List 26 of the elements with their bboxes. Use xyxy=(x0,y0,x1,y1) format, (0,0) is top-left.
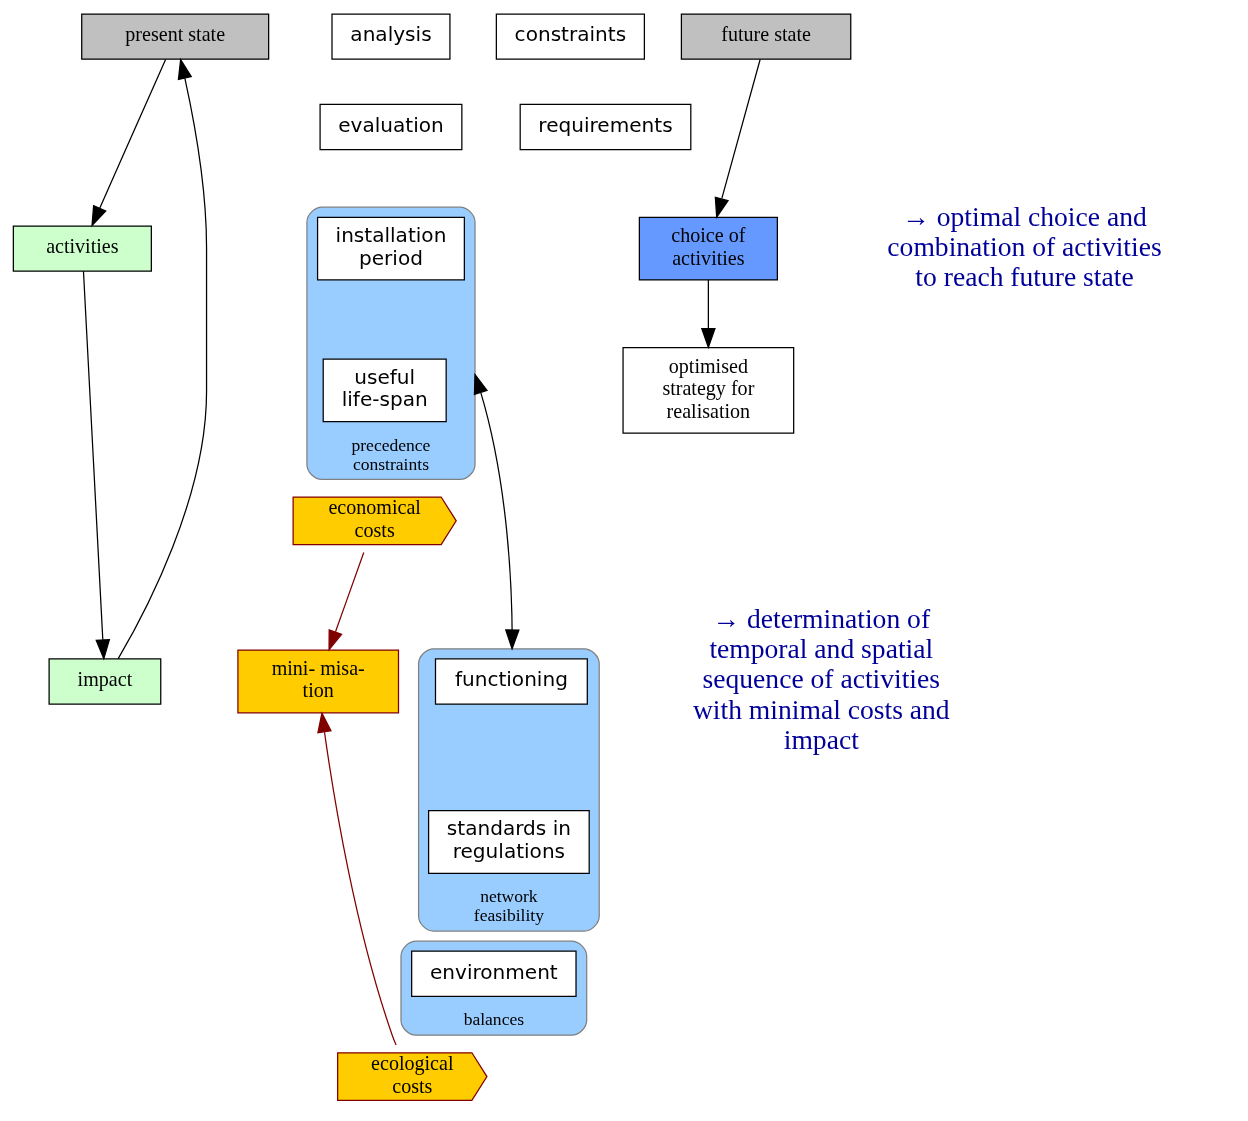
arrow xyxy=(328,551,365,652)
node-box: impact xyxy=(48,657,162,705)
arrow xyxy=(91,58,167,227)
node-box: analysis xyxy=(331,12,451,60)
node-box: functioning xyxy=(434,657,588,705)
node-box: future state xyxy=(680,12,852,60)
node-box: choice of activities xyxy=(638,216,778,281)
node-box: present state xyxy=(81,12,270,60)
arrow xyxy=(82,270,111,661)
arrow xyxy=(117,57,208,659)
node-box: standards in regulations xyxy=(427,809,590,874)
arrow xyxy=(473,372,520,651)
label: → determination of temporal and spatial sequence of activities with minimal costs and impact xyxy=(692,602,950,755)
node-box: optimised strategy for realisation xyxy=(622,346,795,434)
node-box: mini- misa- tion xyxy=(237,648,400,713)
node-box: requirements xyxy=(519,103,692,150)
label: → optimal choice and combination of activities to reach future state xyxy=(887,200,1162,292)
arrow xyxy=(714,58,761,219)
node-box: constraints xyxy=(495,12,645,60)
arrow xyxy=(317,710,397,1046)
node-box: evaluation xyxy=(319,103,463,150)
node-box: activities xyxy=(12,224,152,272)
arrow xyxy=(700,278,716,349)
node-box: environment xyxy=(411,950,577,997)
node-box: installation period xyxy=(316,216,465,281)
node-box: useful life-span xyxy=(322,357,447,422)
